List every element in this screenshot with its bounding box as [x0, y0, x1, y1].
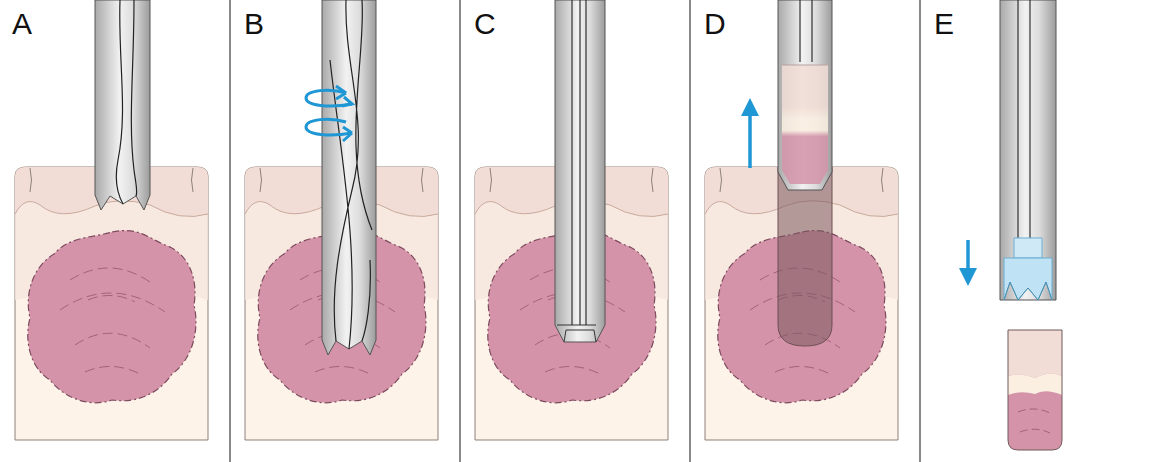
rotation-arrows [306, 86, 352, 141]
lift-arrow [741, 98, 759, 168]
panel-letter: A [12, 9, 32, 39]
push-arrow [959, 240, 977, 286]
skin-tissue [705, 167, 898, 440]
panel-letter: D [704, 9, 726, 39]
biopsy-punch [95, 0, 150, 210]
divider [229, 0, 230, 462]
divider [689, 0, 690, 462]
biopsy-hole [778, 167, 832, 346]
panel-letter: B [244, 9, 264, 39]
divider [919, 0, 920, 462]
skin-tissue [15, 167, 208, 440]
panel-letter: E [934, 9, 954, 39]
biopsy-punch [555, 0, 605, 342]
biopsy-punch [322, 0, 376, 355]
biopsy-punch [778, 0, 832, 190]
panel-letter: C [474, 9, 496, 39]
biopsy-punch [1000, 0, 1056, 300]
core-sample [1008, 330, 1062, 450]
divider [459, 0, 460, 462]
panel-dividers [230, 0, 920, 462]
